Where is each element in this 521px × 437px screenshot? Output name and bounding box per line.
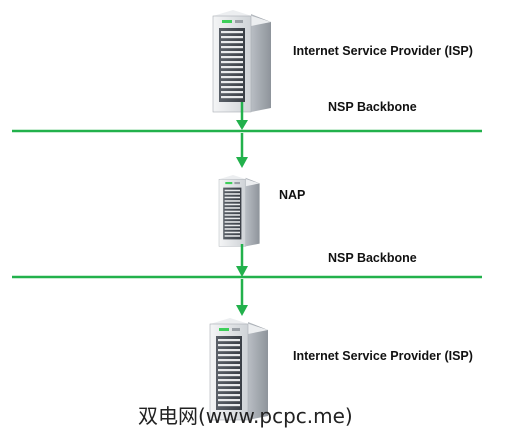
arrowhead-4 — [236, 305, 248, 316]
arrowhead-3 — [236, 266, 248, 277]
lower-backbone-label: NSP Backbone — [328, 251, 417, 265]
watermark-text: 双电网(www.pcpc.me) — [138, 404, 353, 428]
top-isp-server-icon — [212, 9, 272, 113]
arrowhead-2 — [236, 157, 248, 168]
top-isp-label: Internet Service Provider (ISP) — [293, 44, 473, 58]
nap-label: NAP — [279, 188, 306, 202]
nap-server-icon — [218, 174, 260, 247]
bottom-isp-label: Internet Service Provider (ISP) — [293, 349, 473, 363]
upper-backbone-label: NSP Backbone — [328, 100, 417, 114]
arrowhead-1 — [236, 120, 248, 130]
